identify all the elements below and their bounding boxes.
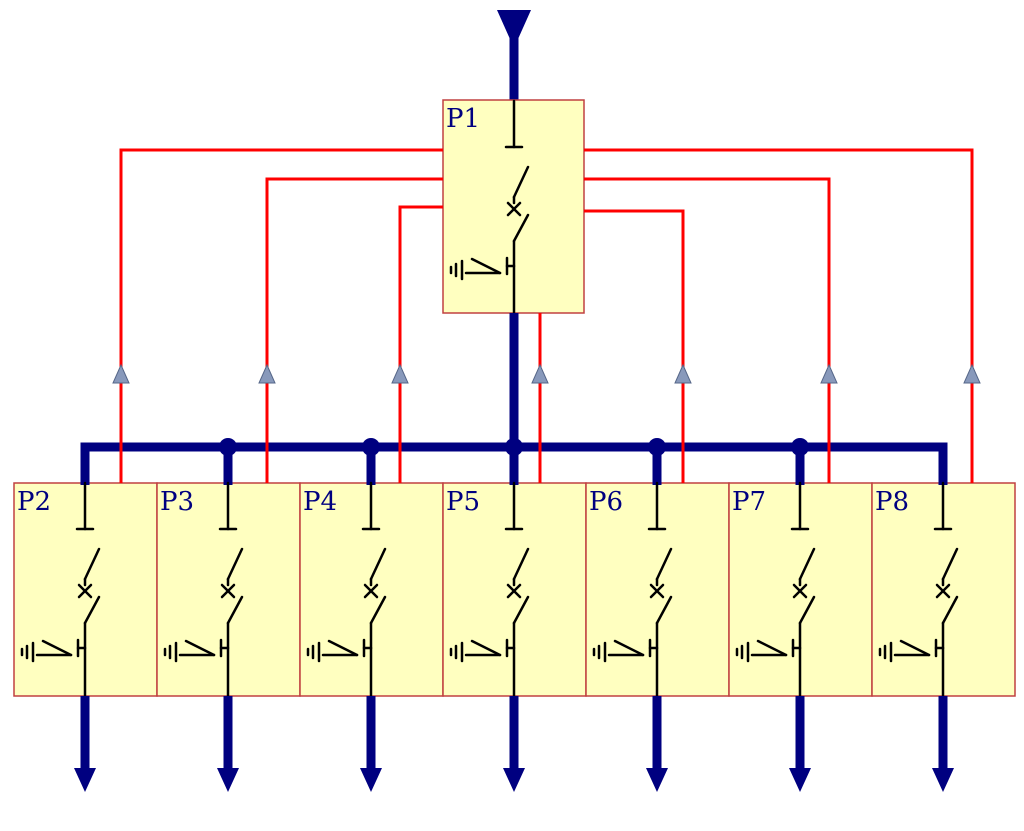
breaker-x-icon <box>220 583 236 599</box>
control-line-p6 <box>584 209 685 483</box>
control-line-p3 <box>265 177 443 483</box>
control-arrow-icon <box>258 363 276 384</box>
earth-blade <box>41 639 73 657</box>
control-line-p2 <box>119 148 443 483</box>
control-arrow-icon <box>963 363 981 384</box>
breaker-blade <box>798 595 816 625</box>
panel-p5: P5 <box>442 438 587 792</box>
panel-p3: P3 <box>156 438 301 792</box>
breaker-blade <box>83 595 101 625</box>
panel-label: P4 <box>303 487 337 517</box>
breaker-blade <box>226 595 244 625</box>
control-lines <box>119 148 974 483</box>
control-arrow-icon <box>820 363 838 384</box>
earth-blade <box>470 639 502 657</box>
control-arrow-icon <box>531 363 549 384</box>
control-line-p8 <box>584 148 974 483</box>
outgoing-arrow-icon <box>789 768 811 792</box>
disconnector-blade <box>941 547 959 581</box>
breaker-x-icon <box>506 583 522 599</box>
control-arrow-icon <box>112 363 130 384</box>
breaker-x-icon <box>77 583 93 599</box>
junction-dot <box>791 438 809 456</box>
outgoing-arrow-icon <box>503 768 525 792</box>
earth-blade <box>756 639 788 657</box>
control-arrow-icon <box>391 363 409 384</box>
earth-blade <box>327 639 359 657</box>
breaker-x-icon <box>506 201 522 217</box>
junction-dot <box>648 438 666 456</box>
disconnector-blade <box>798 547 816 581</box>
junction-dot <box>505 438 523 456</box>
panel-p2: P2 <box>13 447 158 792</box>
breaker-blade <box>512 213 530 243</box>
outgoing-arrow-icon <box>932 768 954 792</box>
panel-label: P8 <box>875 487 909 517</box>
breaker-x-icon <box>935 583 951 599</box>
panel-label: P6 <box>589 487 623 517</box>
panel-p8: P8 <box>871 447 1016 792</box>
disconnector-blade <box>512 165 530 199</box>
breaker-blade <box>941 595 959 625</box>
disconnector-blade <box>369 547 387 581</box>
panel-p1-label: P1 <box>446 104 480 134</box>
disconnector-blade <box>83 547 101 581</box>
control-line-p7 <box>584 177 831 483</box>
outgoing-arrow-icon <box>74 768 96 792</box>
earth-blade <box>184 639 216 657</box>
control-arrows <box>112 363 981 384</box>
panel-p1: P1 <box>442 99 585 447</box>
panel-label: P5 <box>446 487 480 517</box>
panel-p6: P6 <box>585 438 730 792</box>
panel-p7: P7 <box>728 438 873 792</box>
control-arrow-icon <box>674 363 692 384</box>
control-line-p4 <box>398 205 443 483</box>
panel-label: P2 <box>17 487 51 517</box>
earth-blade <box>613 639 645 657</box>
earth-blade <box>470 257 502 275</box>
disconnector-blade <box>655 547 673 581</box>
breaker-x-icon <box>649 583 665 599</box>
incoming-feed <box>497 10 531 101</box>
outgoing-arrow-icon <box>360 768 382 792</box>
outgoing-arrow-icon <box>646 768 668 792</box>
feeder-panels: P2 P3 P4 P5 P6 P7 P8 <box>13 438 1016 792</box>
breaker-blade <box>655 595 673 625</box>
disconnector-blade <box>226 547 244 581</box>
breaker-x-icon <box>363 583 379 599</box>
earth-blade <box>899 639 931 657</box>
disconnector-blade <box>512 547 530 581</box>
breaker-blade <box>512 595 530 625</box>
p1-switch-symbol <box>449 99 530 315</box>
junction-dot <box>362 438 380 456</box>
panel-label: P3 <box>160 487 194 517</box>
panel-p4: P4 <box>299 438 444 792</box>
panel-label: P7 <box>732 487 766 517</box>
breaker-blade <box>369 595 387 625</box>
breaker-x-icon <box>792 583 808 599</box>
outgoing-arrow-icon <box>217 768 239 792</box>
junction-dot <box>219 438 237 456</box>
